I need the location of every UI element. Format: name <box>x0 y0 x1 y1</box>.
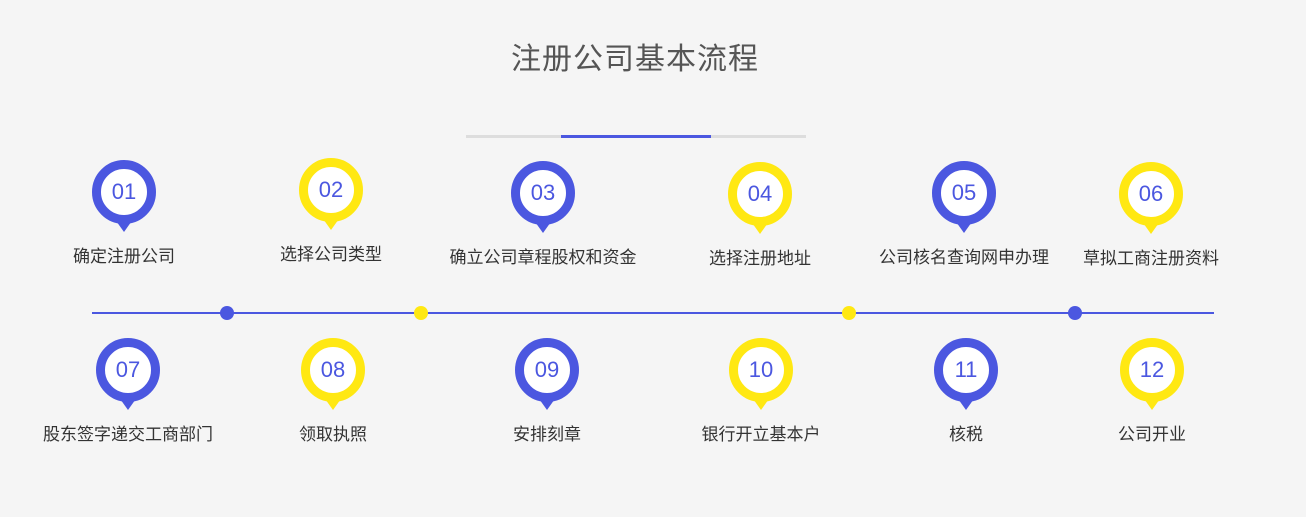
step-pin: 07 <box>96 338 160 410</box>
process-step: 12 公司开业 <box>1032 338 1272 445</box>
step-number: 02 <box>318 177 344 202</box>
step-pin: 02 <box>299 158 363 230</box>
step-number: 01 <box>111 179 137 204</box>
step-pin: 04 <box>728 162 792 234</box>
step-label: 确立公司章程股权和资金 <box>449 248 637 268</box>
step-number: 07 <box>115 357 141 382</box>
step-pin: 05 <box>932 161 996 233</box>
step-number: 11 <box>954 357 978 382</box>
step-number: 09 <box>534 357 560 382</box>
timeline-dot <box>220 306 234 320</box>
page-title: 注册公司基本流程 <box>511 42 759 77</box>
map-pin-icon <box>299 158 363 230</box>
step-number: 10 <box>748 357 774 382</box>
step-label: 公司核名查询网申办理 <box>879 248 1049 268</box>
step-label: 核税 <box>949 425 983 445</box>
map-pin-icon <box>301 338 365 410</box>
process-step: 07 股东签字递交工商部门 <box>8 338 248 445</box>
map-pin-icon <box>92 160 156 232</box>
step-number: 06 <box>1138 181 1164 206</box>
process-step: 05 公司核名查询网申办理 <box>844 161 1084 268</box>
timeline-dot <box>414 306 428 320</box>
title-underline <box>466 135 806 138</box>
process-step: 10 银行开立基本户 <box>641 338 881 445</box>
map-pin-icon <box>511 161 575 233</box>
step-label: 领取执照 <box>299 425 367 445</box>
step-pin: 09 <box>515 338 579 410</box>
map-pin-icon <box>515 338 579 410</box>
process-step: 03 确立公司章程股权和资金 <box>423 161 663 268</box>
step-label: 股东签字递交工商部门 <box>43 425 213 445</box>
step-number: 03 <box>530 180 556 205</box>
step-pin: 08 <box>301 338 365 410</box>
step-label: 公司开业 <box>1118 425 1186 445</box>
process-step: 02 选择公司类型 <box>211 158 451 265</box>
step-pin: 06 <box>1119 162 1183 234</box>
step-number: 12 <box>1139 357 1165 382</box>
process-step: 11 核税 <box>846 338 1086 445</box>
process-step: 08 领取执照 <box>213 338 453 445</box>
step-pin: 11 <box>934 338 998 410</box>
step-label: 确定注册公司 <box>73 247 175 267</box>
map-pin-icon <box>1120 338 1184 410</box>
map-pin-icon <box>96 338 160 410</box>
timeline-line <box>92 312 1214 314</box>
step-pin: 03 <box>511 161 575 233</box>
timeline-dot <box>1068 306 1082 320</box>
step-number: 05 <box>951 180 977 205</box>
map-pin-icon <box>932 161 996 233</box>
map-pin-icon <box>934 338 998 410</box>
step-label: 草拟工商注册资料 <box>1083 249 1219 269</box>
map-pin-icon <box>1119 162 1183 234</box>
step-label: 银行开立基本户 <box>701 425 821 445</box>
map-pin-icon <box>728 162 792 234</box>
process-step: 06 草拟工商注册资料 <box>1031 162 1271 269</box>
step-pin: 10 <box>729 338 793 410</box>
step-number: 04 <box>747 181 773 206</box>
process-step: 04 选择注册地址 <box>640 162 880 269</box>
map-pin-icon <box>729 338 793 410</box>
step-label: 安排刻章 <box>513 425 581 445</box>
step-label: 选择公司类型 <box>280 245 382 265</box>
process-step: 01 确定注册公司 <box>4 160 244 267</box>
step-number: 08 <box>320 357 346 382</box>
step-pin: 01 <box>92 160 156 232</box>
title-underline-accent <box>561 135 711 138</box>
timeline-dot <box>842 306 856 320</box>
step-pin: 12 <box>1120 338 1184 410</box>
step-label: 选择注册地址 <box>709 249 811 269</box>
process-step: 09 安排刻章 <box>427 338 667 445</box>
